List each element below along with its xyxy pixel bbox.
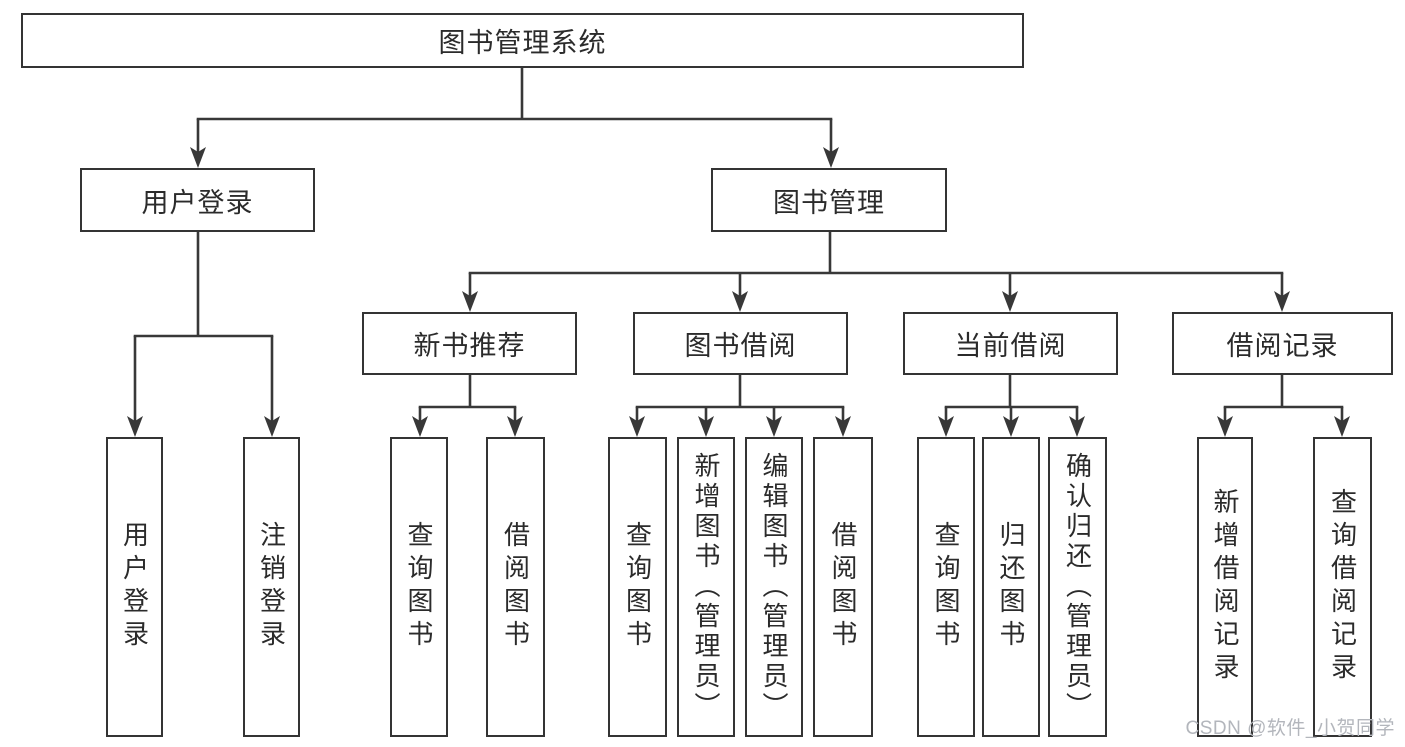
node-borrowing-records: 借阅记录: [1172, 312, 1393, 375]
leaf-label: 编辑图书（管理员）: [759, 452, 789, 722]
node-new-book-recommendation: 新书推荐: [362, 312, 577, 375]
leaf-label: 借阅图书: [828, 521, 858, 653]
node-leaf-add-books-admin: 新增图书（管理员）: [677, 437, 735, 737]
node-leaf-borrow-books: 借阅图书: [486, 437, 545, 737]
leaf-label: 查询图书: [404, 521, 434, 653]
leaf-label: 新增借阅记录: [1210, 488, 1240, 686]
node-book-management: 图书管理: [711, 168, 947, 232]
node-leaf-borrow-books: 借阅图书: [813, 437, 873, 737]
node-leaf-query-borrow-record: 查询借阅记录: [1313, 437, 1372, 737]
leaf-label: 确认归还（管理员）: [1062, 452, 1093, 722]
node-book-borrowing: 图书借阅: [633, 312, 848, 375]
leaf-label: 查询借阅记录: [1327, 488, 1358, 686]
watermark: CSDN @软件_小贺同学: [1185, 718, 1395, 739]
node-leaf-query-books: 查询图书: [390, 437, 448, 737]
node-leaf-logout: 注销登录: [243, 437, 300, 737]
node-leaf-query-books: 查询图书: [608, 437, 667, 737]
leaf-label: 查询图书: [931, 521, 961, 653]
node-leaf-edit-books-admin: 编辑图书（管理员）: [745, 437, 803, 737]
node-current-borrowing: 当前借阅: [903, 312, 1118, 375]
node-leaf-confirm-return-admin: 确认归还（管理员）: [1048, 437, 1107, 737]
leaf-label: 归还图书: [996, 521, 1026, 653]
leaf-label: 查询图书: [622, 521, 653, 653]
node-library-management-system: 图书管理系统: [21, 13, 1024, 68]
leaf-label: 新增图书（管理员）: [691, 452, 721, 722]
leaf-label: 注销登录: [256, 521, 287, 653]
node-leaf-return-books: 归还图书: [982, 437, 1040, 737]
node-leaf-user-login: 用户登录: [106, 437, 163, 737]
leaf-label: 用户登录: [119, 521, 150, 653]
node-leaf-add-borrow-record: 新增借阅记录: [1197, 437, 1253, 737]
leaf-label: 借阅图书: [500, 521, 531, 653]
node-user-login: 用户登录: [80, 168, 315, 232]
node-leaf-query-books: 查询图书: [917, 437, 975, 737]
